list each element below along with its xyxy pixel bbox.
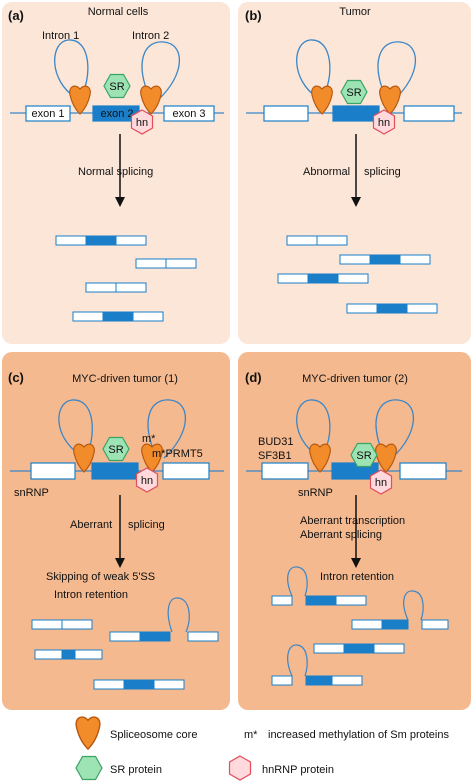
- mrna-isoforms: [271, 566, 449, 686]
- sr-label: SR: [346, 87, 361, 99]
- sf3b1-label: SF3B1: [258, 450, 292, 462]
- panel-title: Tumor: [339, 6, 371, 18]
- exon2-label: exon 2: [100, 108, 133, 120]
- exon3-label: exon 3: [172, 108, 205, 120]
- hn-label: hn: [375, 477, 387, 489]
- panel-label: (a): [8, 8, 24, 23]
- exon-box: [332, 105, 380, 122]
- panel-b-background: [238, 2, 471, 344]
- exon-box: [30, 462, 76, 480]
- exon-box: [403, 105, 455, 122]
- panel-label: (d): [245, 370, 262, 385]
- hn-label: hn: [141, 475, 153, 487]
- legend-methylation-label: increased methylation of Sm proteins: [268, 729, 449, 741]
- exon1-label: exon 1: [31, 108, 64, 120]
- panel-d: (d) MYC-driven tumor (2) BUD31 SF3B1 SR …: [238, 352, 471, 710]
- exon-box: [261, 462, 309, 480]
- legend: Spliceosome core m* increased methylatio…: [75, 716, 449, 781]
- arrow-label-splicing: Aberrant splicing: [300, 529, 382, 541]
- intron-loop: [296, 39, 331, 99]
- hn-label: hn: [136, 117, 148, 129]
- arrow-label: Normal splicing: [78, 166, 153, 178]
- panel-title: Normal cells: [88, 6, 149, 18]
- outcome-retention-label: Intron retention: [54, 589, 128, 601]
- legend-sr-icon: [75, 755, 103, 781]
- exon-box: [399, 462, 447, 480]
- arrow-label-left: Abnormal: [303, 166, 350, 178]
- panel-title: MYC-driven tumor (1): [72, 373, 178, 385]
- prmt5-label: m*PRMT5: [152, 448, 203, 460]
- intron2-label: Intron 2: [132, 30, 169, 42]
- snrnp-label: snRNP: [298, 487, 333, 499]
- arrow-label-right: splicing: [364, 166, 401, 178]
- intron-loop: [54, 39, 89, 99]
- legend-spliceosome-label: Spliceosome core: [110, 729, 197, 741]
- arrow-label-left: Aberrant: [70, 519, 112, 531]
- bud31-label: BUD31: [258, 436, 293, 448]
- panel-d-background: [238, 352, 471, 710]
- sr-label: SR: [356, 450, 371, 462]
- exon-box: [163, 105, 215, 122]
- intron-loop: [377, 41, 417, 101]
- arrow-label-right: splicing: [128, 519, 165, 531]
- intron-loop: [375, 399, 415, 459]
- mrna-isoforms: [31, 597, 219, 690]
- legend-hnrnp-icon: [228, 755, 252, 781]
- legend-m-star: m*: [244, 729, 258, 741]
- exon-box: [91, 462, 139, 480]
- intron1-label: Intron 1: [42, 30, 79, 42]
- exon-box: [25, 105, 71, 122]
- hn-label: hn: [378, 117, 390, 129]
- exon-box: [263, 105, 309, 122]
- snrnp-label: snRNP: [14, 487, 49, 499]
- arrow-label-transcription: Aberrant transcription: [300, 515, 405, 527]
- legend-sr-label: SR protein: [110, 764, 162, 776]
- sr-label: SR: [109, 81, 124, 93]
- sr-label: SR: [108, 444, 123, 456]
- panel-title: MYC-driven tumor (2): [302, 373, 408, 385]
- exon-box: [162, 462, 210, 480]
- panel-b: (b) Tumor SR hn Abnormal splicing: [238, 2, 471, 344]
- panel-label: (c): [8, 370, 24, 385]
- intron-loop: [58, 399, 93, 457]
- outcome-skipping-label: Skipping of weak 5'SS: [46, 571, 155, 583]
- intron-loop: [141, 41, 181, 101]
- intron-loop: [147, 399, 187, 459]
- mrna-isoforms: [55, 235, 197, 322]
- panel-c: (c) MYC-driven tumor (1) SR hn m* m*PRMT…: [2, 352, 230, 710]
- intron-loop: [296, 399, 331, 457]
- legend-spliceosome-icon: [75, 716, 101, 750]
- panel-a: (a) Normal cells Intron 1 Intron 2 exon …: [2, 2, 230, 344]
- legend-hnrnp-label: hnRNP protein: [262, 764, 334, 776]
- m-star-label: m*: [142, 433, 156, 445]
- mrna-isoforms: [277, 235, 438, 314]
- panel-label: (b): [245, 8, 262, 23]
- outcome-retention-label: Intron retention: [320, 571, 394, 583]
